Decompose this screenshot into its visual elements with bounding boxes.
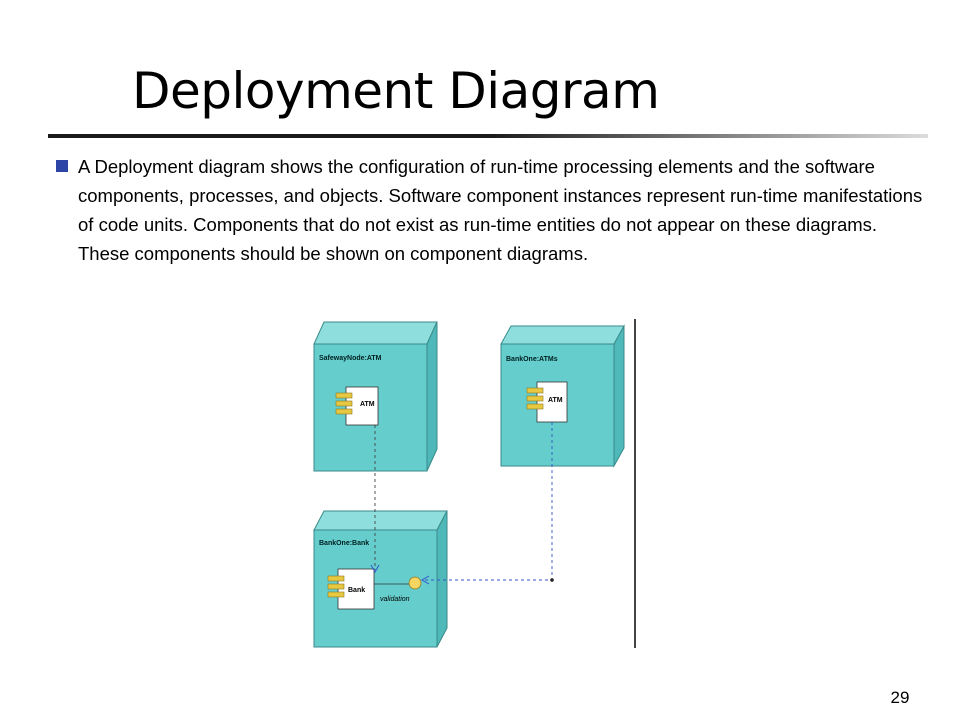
slide-page-number: 29 <box>890 688 910 707</box>
node-label: SafewayNode:ATM <box>319 355 382 362</box>
component-tab-icon <box>526 395 544 402</box>
node-safeway-atm: SafewayNode:ATM ATM <box>313 321 438 472</box>
component-tab-icon <box>327 591 345 598</box>
dependency-arrow-icon <box>420 575 430 585</box>
node-label: BankOne:Bank <box>319 540 369 547</box>
component-tab-icon <box>335 400 353 407</box>
node-bankone-atms: BankOne:ATMs ATM <box>500 324 625 468</box>
component-label: ATM <box>360 401 375 408</box>
interface-lollipop-icon <box>408 576 422 590</box>
component-tab-icon <box>526 403 544 410</box>
interface-label: validation <box>380 596 410 603</box>
node-label: BankOne:ATMs <box>506 356 558 363</box>
slide-title: Deployment Diagram <box>132 62 660 120</box>
component-tab-icon <box>327 583 345 590</box>
node-side-face <box>436 510 448 648</box>
node-top-face <box>313 321 438 345</box>
node-side-face <box>613 324 625 468</box>
dependency-arrow-icon <box>370 564 380 574</box>
link-junction-dot <box>550 578 554 582</box>
node-top-face <box>500 325 625 345</box>
component-tab-icon <box>526 387 544 394</box>
title-underline <box>48 134 928 138</box>
node-top-face <box>313 510 448 531</box>
component-atm: ATM <box>335 386 379 426</box>
node-bankone-bank: BankOne:Bank Bank validation <box>313 510 448 648</box>
component-bank: Bank <box>327 568 375 610</box>
component-tab-icon <box>327 575 345 582</box>
component-label: ATM <box>548 397 563 404</box>
deployment-diagram: SafewayNode:ATM ATM BankOne:ATMs ATM Ban… <box>313 319 636 648</box>
component-atm: ATM <box>526 381 568 423</box>
component-tab-icon <box>335 392 353 399</box>
slide-body-text: A Deployment diagram shows the configura… <box>78 156 923 264</box>
component-label: Bank <box>348 587 365 594</box>
node-side-face <box>426 321 438 472</box>
component-tab-icon <box>335 408 353 415</box>
bullet-square-icon <box>56 160 68 172</box>
